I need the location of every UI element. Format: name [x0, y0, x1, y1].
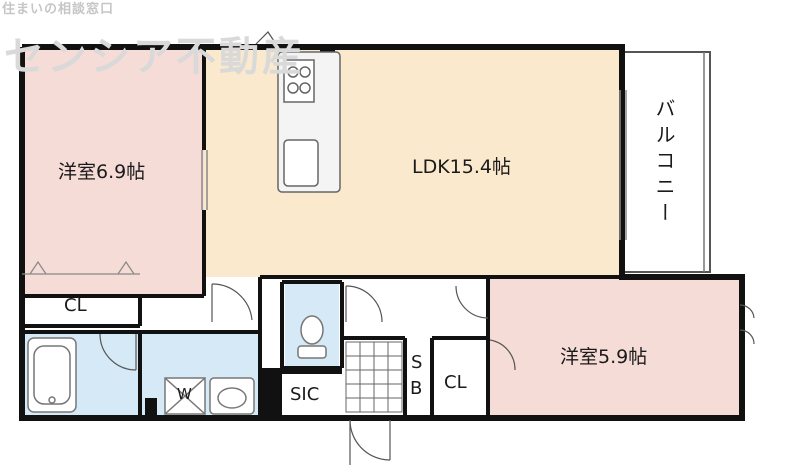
western-room-1-label: 洋室6.9帖	[58, 161, 146, 183]
western-room-1-floor	[22, 47, 204, 295]
western-room-2-label: 洋室5.9帖	[560, 346, 648, 368]
sb-label-b: B	[410, 378, 423, 399]
bathtub	[27, 337, 77, 413]
hall-floor	[339, 278, 488, 338]
washer-box	[164, 377, 206, 415]
watermark-brand: センシア不動産	[4, 34, 305, 80]
ldk-label: LDK15.4帖	[412, 156, 511, 178]
toilet	[297, 315, 327, 359]
washer-label: W	[177, 385, 192, 403]
closet-2-label: CL	[444, 372, 467, 393]
sb-label-s: S	[411, 352, 423, 373]
balcony-area	[621, 51, 711, 273]
balcony-label: バルコニー	[652, 98, 676, 228]
sic-label: SIC	[290, 384, 320, 405]
kitchen-counter	[277, 51, 341, 193]
watermark-top-text: 住まいの相談窓口	[2, 2, 115, 17]
wash-basin	[209, 377, 255, 415]
western-room-2-floor	[488, 278, 742, 416]
ldk-floor	[204, 47, 622, 277]
walls	[19, 44, 745, 421]
closet-1-label: CL	[64, 295, 87, 316]
